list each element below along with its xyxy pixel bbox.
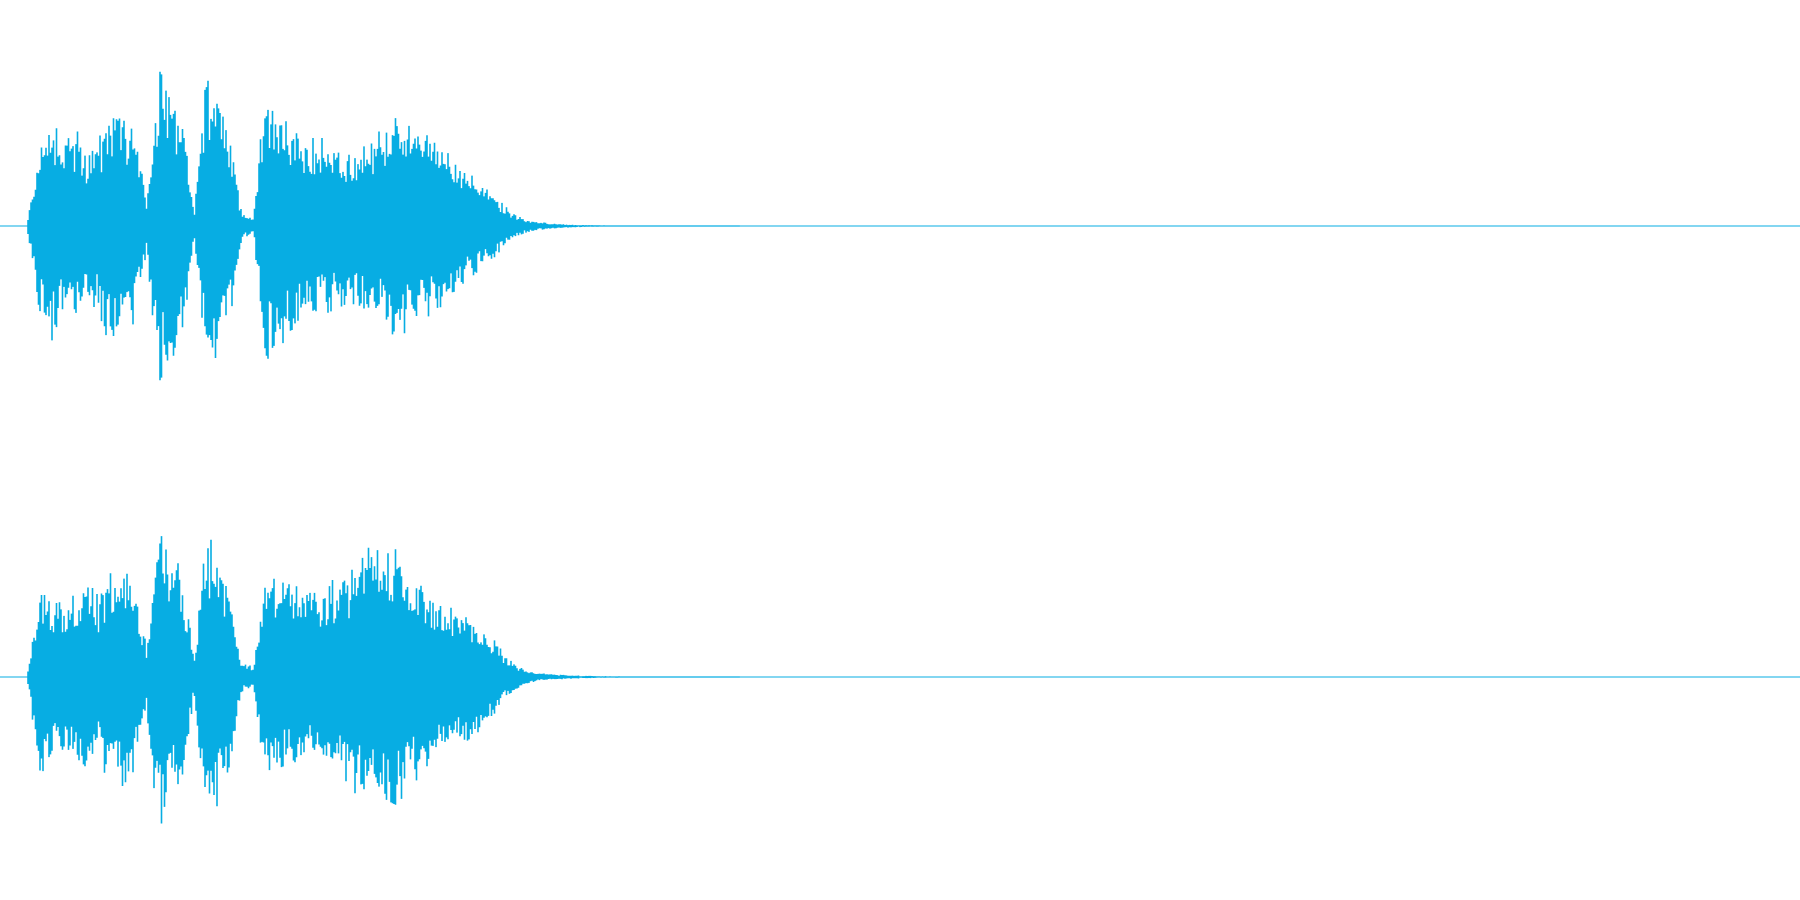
channel-2-waveform — [0, 536, 1800, 824]
channel-1-waveform — [0, 71, 1800, 381]
channel-1-signal — [27, 71, 740, 381]
channel-2-signal — [27, 536, 740, 824]
